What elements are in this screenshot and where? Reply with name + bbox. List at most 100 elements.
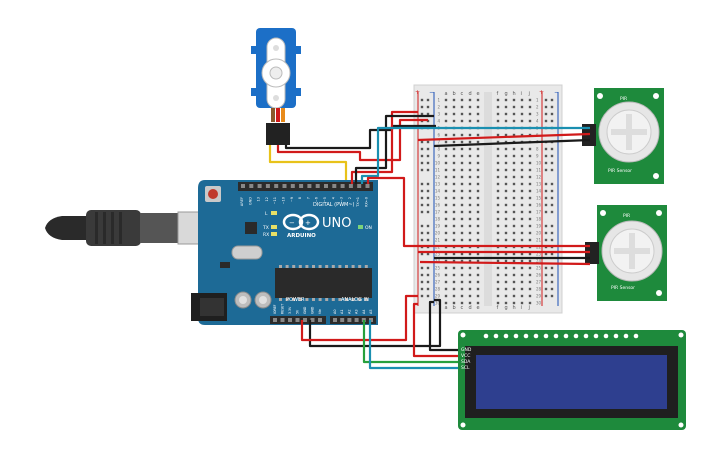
- bb-hole[interactable]: [528, 182, 532, 186]
- bb-hole[interactable]: [468, 266, 472, 270]
- bb-rail-hole[interactable]: [544, 189, 548, 193]
- bb-hole[interactable]: [476, 238, 480, 242]
- bb-hole[interactable]: [452, 252, 456, 256]
- bb-hole[interactable]: [460, 175, 464, 179]
- bb-hole[interactable]: [520, 133, 524, 137]
- bb-hole[interactable]: [452, 224, 456, 228]
- bb-rail-hole[interactable]: [426, 266, 430, 270]
- header-pin[interactable]: [315, 184, 320, 188]
- bb-hole[interactable]: [496, 203, 500, 207]
- bb-hole[interactable]: [528, 196, 532, 200]
- lcd-header-pin[interactable]: [603, 333, 609, 339]
- bb-hole[interactable]: [460, 266, 464, 270]
- bb-rail-hole[interactable]: [426, 238, 430, 242]
- bb-rail-hole[interactable]: [544, 203, 548, 207]
- bb-hole[interactable]: [460, 294, 464, 298]
- bb-hole[interactable]: [452, 133, 456, 137]
- bb-hole[interactable]: [476, 287, 480, 291]
- bb-hole[interactable]: [444, 168, 448, 172]
- bb-rail-hole[interactable]: [550, 196, 554, 200]
- bb-hole[interactable]: [504, 224, 508, 228]
- bb-hole[interactable]: [452, 210, 456, 214]
- bb-hole[interactable]: [528, 189, 532, 193]
- bb-rail-hole[interactable]: [550, 161, 554, 165]
- bb-hole[interactable]: [444, 119, 448, 123]
- bb-rail-hole[interactable]: [544, 294, 548, 298]
- bb-hole[interactable]: [452, 259, 456, 263]
- bb-rail-hole[interactable]: [550, 119, 554, 123]
- bb-hole[interactable]: [520, 266, 524, 270]
- bb-hole[interactable]: [444, 196, 448, 200]
- bb-hole[interactable]: [468, 112, 472, 116]
- bb-hole[interactable]: [452, 294, 456, 298]
- bb-rail-hole[interactable]: [426, 168, 430, 172]
- bb-hole[interactable]: [504, 266, 508, 270]
- bb-hole[interactable]: [476, 105, 480, 109]
- bb-hole[interactable]: [468, 119, 472, 123]
- bb-hole[interactable]: [528, 98, 532, 102]
- bb-hole[interactable]: [504, 147, 508, 151]
- bb-rail-hole[interactable]: [426, 161, 430, 165]
- bb-hole[interactable]: [476, 182, 480, 186]
- bb-rail-hole[interactable]: [426, 294, 430, 298]
- bb-rail-hole[interactable]: [420, 224, 424, 228]
- bb-hole[interactable]: [528, 210, 532, 214]
- bb-hole[interactable]: [468, 238, 472, 242]
- bb-hole[interactable]: [528, 224, 532, 228]
- bb-hole[interactable]: [520, 203, 524, 207]
- bb-rail-hole[interactable]: [544, 273, 548, 277]
- bb-hole[interactable]: [496, 182, 500, 186]
- bb-rail-hole[interactable]: [426, 196, 430, 200]
- bb-hole[interactable]: [468, 105, 472, 109]
- header-pin[interactable]: [257, 184, 262, 188]
- bb-hole[interactable]: [460, 259, 464, 263]
- bb-hole[interactable]: [444, 210, 448, 214]
- header-pin[interactable]: [348, 184, 353, 188]
- bb-hole[interactable]: [444, 133, 448, 137]
- bb-hole[interactable]: [496, 301, 500, 305]
- header-pin[interactable]: [357, 184, 362, 188]
- bb-hole[interactable]: [444, 294, 448, 298]
- bb-rail-hole[interactable]: [544, 161, 548, 165]
- bb-hole[interactable]: [452, 140, 456, 144]
- bb-hole[interactable]: [520, 231, 524, 235]
- bb-hole[interactable]: [512, 175, 516, 179]
- power-pin[interactable]: [303, 318, 307, 322]
- bb-rail-hole[interactable]: [420, 273, 424, 277]
- bb-rail-hole[interactable]: [420, 154, 424, 158]
- bb-hole[interactable]: [460, 203, 464, 207]
- bb-hole[interactable]: [512, 168, 516, 172]
- bb-hole[interactable]: [468, 252, 472, 256]
- bb-hole[interactable]: [528, 231, 532, 235]
- bb-hole[interactable]: [504, 294, 508, 298]
- bb-hole[interactable]: [452, 203, 456, 207]
- bb-hole[interactable]: [452, 175, 456, 179]
- bb-hole[interactable]: [512, 182, 516, 186]
- bb-hole[interactable]: [452, 189, 456, 193]
- bb-hole[interactable]: [468, 203, 472, 207]
- header-pin[interactable]: [299, 184, 304, 188]
- bb-hole[interactable]: [496, 287, 500, 291]
- bb-hole[interactable]: [520, 105, 524, 109]
- bb-hole[interactable]: [460, 301, 464, 305]
- bb-hole[interactable]: [504, 112, 508, 116]
- lcd-header-pin[interactable]: [543, 333, 549, 339]
- bb-hole[interactable]: [444, 147, 448, 151]
- bb-rail-hole[interactable]: [544, 147, 548, 151]
- bb-rail-hole[interactable]: [426, 154, 430, 158]
- bb-rail-hole[interactable]: [544, 266, 548, 270]
- bb-hole[interactable]: [496, 252, 500, 256]
- bb-hole[interactable]: [444, 273, 448, 277]
- bb-hole[interactable]: [520, 210, 524, 214]
- bb-hole[interactable]: [460, 217, 464, 221]
- bb-hole[interactable]: [520, 161, 524, 165]
- bb-hole[interactable]: [460, 161, 464, 165]
- bb-rail-hole[interactable]: [544, 119, 548, 123]
- bb-rail-hole[interactable]: [420, 210, 424, 214]
- bb-hole[interactable]: [504, 217, 508, 221]
- bb-hole[interactable]: [444, 112, 448, 116]
- bb-hole[interactable]: [504, 133, 508, 137]
- bb-hole[interactable]: [528, 217, 532, 221]
- bb-hole[interactable]: [512, 154, 516, 158]
- bb-hole[interactable]: [444, 287, 448, 291]
